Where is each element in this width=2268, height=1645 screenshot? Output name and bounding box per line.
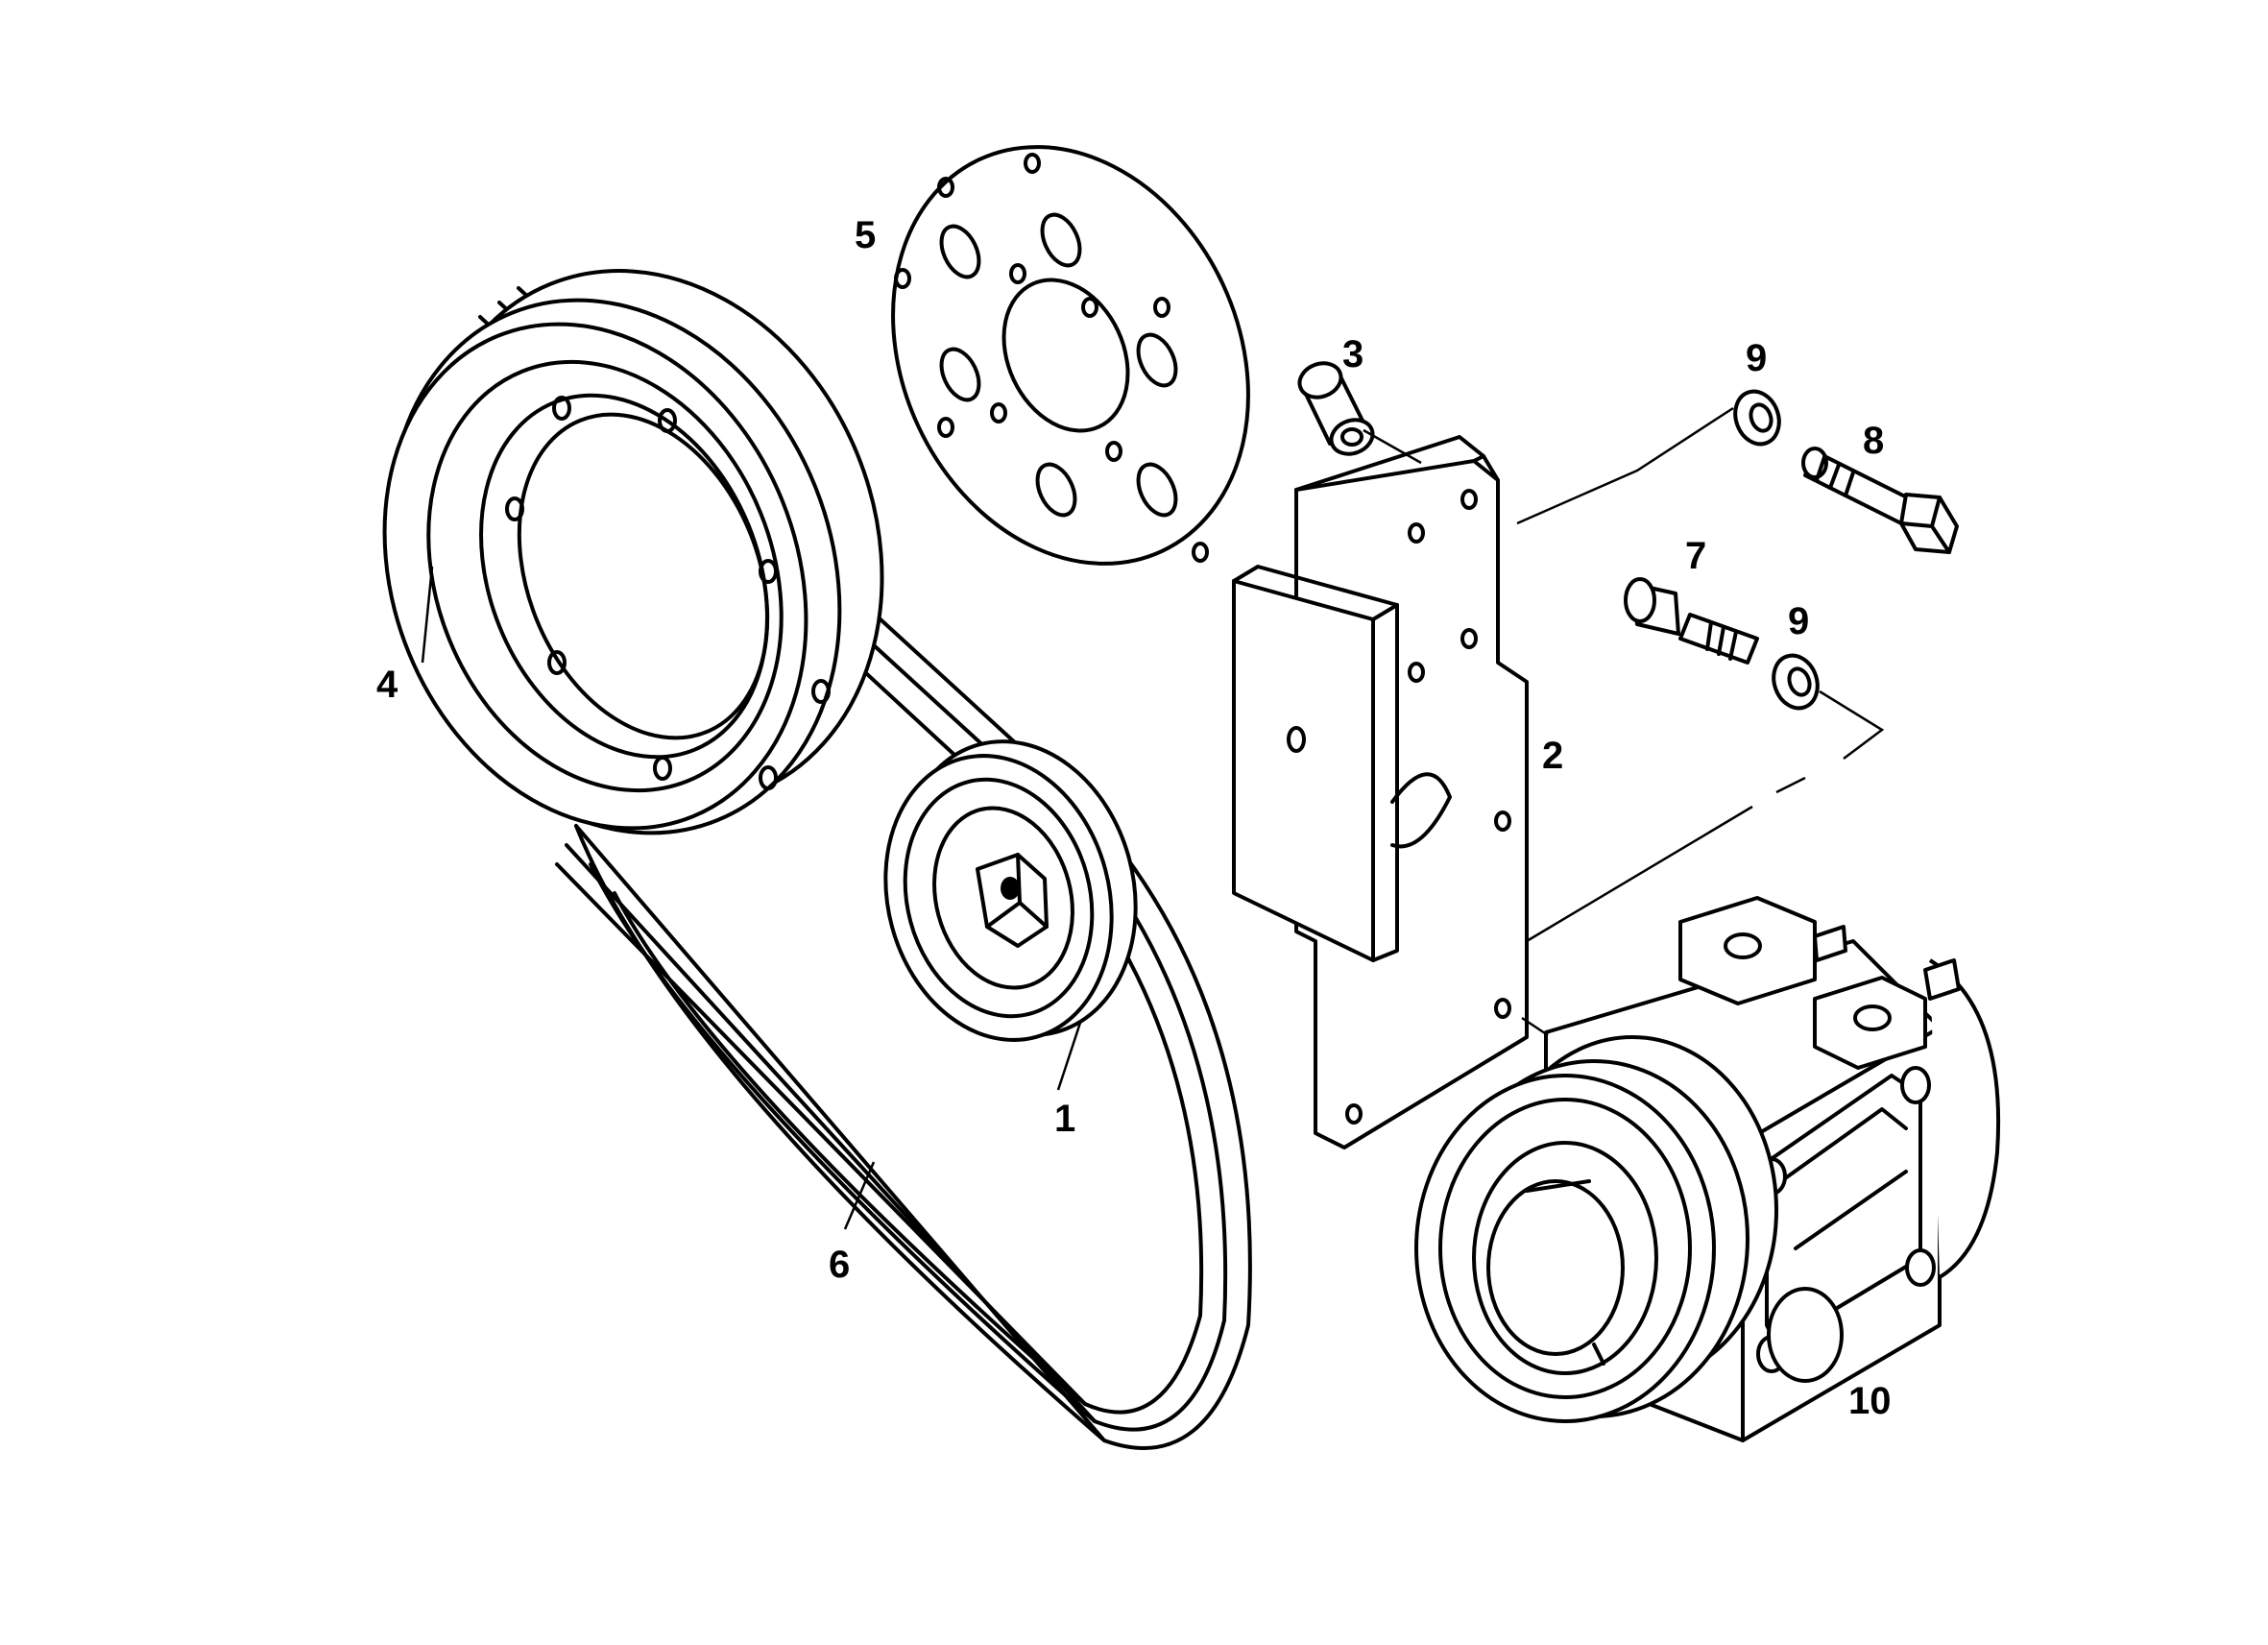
adapter-flange-plate-part-5: [891, 145, 1250, 566]
flange-small-holes: [894, 153, 1209, 563]
label-9-upper: 9: [1746, 337, 1767, 379]
pulley-bolt-holes: [505, 396, 831, 790]
washer-part-9-upper: [1733, 389, 1781, 447]
label-10: 10: [1848, 1380, 1892, 1422]
bolt-part-7: [1624, 577, 1759, 665]
label-2: 2: [1542, 735, 1563, 777]
compressor-clutch-pulley: [1414, 1035, 1778, 1423]
label-4: 4: [376, 664, 398, 706]
label-9-lower: 9: [1788, 600, 1809, 642]
label-1: 1: [1054, 1098, 1075, 1140]
label-6: 6: [829, 1244, 850, 1286]
label-8: 8: [1863, 420, 1884, 462]
spacer-bushing-part-3: [1297, 361, 1375, 456]
label-3: 3: [1342, 333, 1363, 375]
leader-lines: [421, 406, 1885, 1230]
mounting-bracket-part-2: [1232, 435, 1529, 1149]
crankshaft-pulley-part-4: [382, 269, 884, 835]
part-labels: 1 2 3 4 5 6 7 8 9 9 10: [376, 214, 1892, 1422]
flange-large-holes: [939, 212, 1178, 518]
bolt-part-8: [1801, 447, 1959, 554]
compressor-part-10: [1414, 896, 2001, 1442]
idler-pulley-part-1: [883, 739, 1138, 1042]
washer-part-9-lower: [1772, 653, 1820, 711]
label-5: 5: [855, 214, 876, 256]
label-7: 7: [1685, 535, 1706, 577]
